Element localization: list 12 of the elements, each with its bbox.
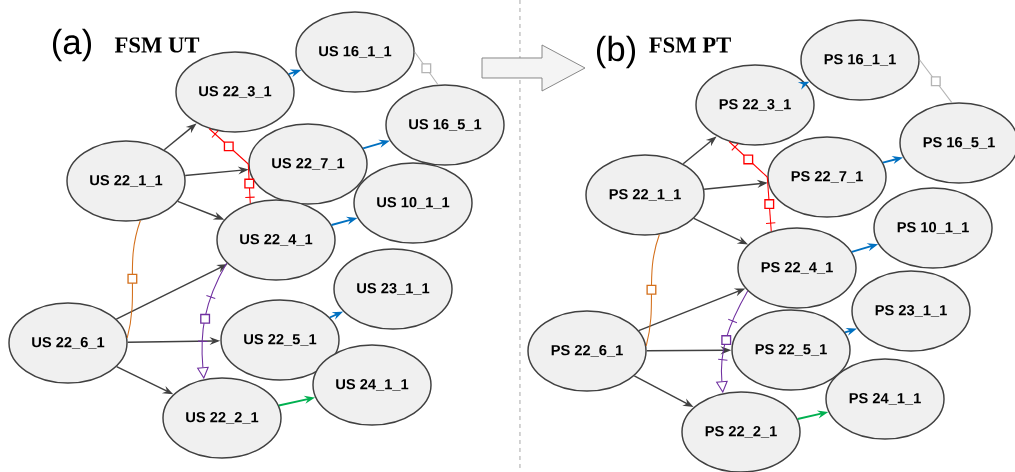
panel-title: FSM PT (649, 37, 731, 53)
panel-title: FSM UT (114, 37, 200, 53)
connector-line (244, 163, 255, 204)
panel-label: (a) (52, 28, 91, 62)
connector-line (919, 59, 953, 104)
connector-line (208, 128, 249, 165)
connector-line (645, 234, 660, 347)
connector-line (728, 141, 768, 178)
panel-label: (b) (596, 35, 636, 69)
connector-line (764, 176, 776, 232)
connector-line (414, 51, 439, 86)
connector-line (126, 220, 141, 339)
